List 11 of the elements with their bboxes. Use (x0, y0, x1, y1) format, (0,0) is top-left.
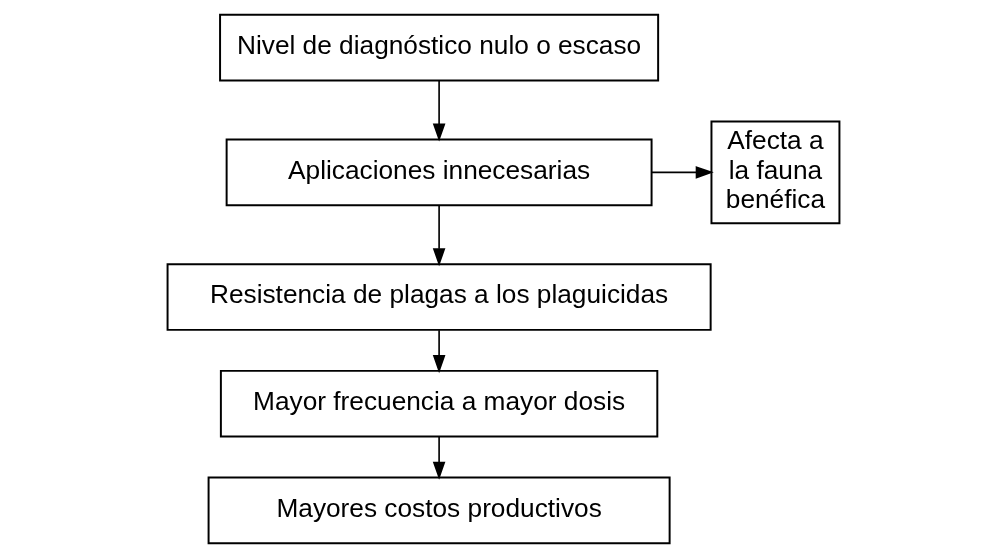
node-box: Mayor frecuencia a mayor dosis (219, 369, 659, 438)
arrow (432, 204, 446, 267)
node-box: Aplicaciones innecesarias (225, 138, 653, 207)
node-box: Nivel de diagnóstico nulo o escaso (219, 13, 660, 82)
node-box: Afecta a la fauna benéfica (710, 120, 841, 225)
arrow (432, 79, 446, 142)
node-box: Mayores costos productivos (207, 476, 671, 545)
arrow (651, 166, 714, 179)
arrow (432, 329, 446, 374)
node-box: Resistencia de plagas a los plaguicidas (166, 263, 712, 331)
arrow (432, 436, 446, 480)
